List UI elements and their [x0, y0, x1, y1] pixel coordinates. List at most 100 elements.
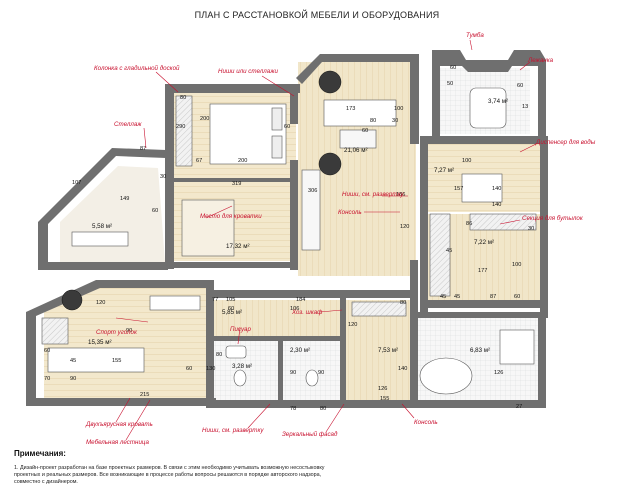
sport-corner: [41, 317, 69, 345]
dimension: 120: [400, 224, 409, 230]
toilet: [305, 369, 319, 387]
leader-line: [261, 75, 295, 97]
leader-line: [319, 309, 343, 313]
dimension: 30: [160, 174, 166, 180]
wall-segment: [414, 312, 548, 318]
label-nishi-stellazhi: Ниши или стеллажи: [218, 68, 278, 75]
label-hoz-shkaf: Хоз. шкаф: [291, 309, 322, 316]
furniture: [41, 87, 537, 395]
dimension: 130: [206, 366, 215, 372]
dimension: 149: [120, 196, 129, 202]
dimension: 70: [44, 376, 50, 382]
wardrobe-hall: [351, 301, 407, 317]
leader-line: [155, 71, 179, 93]
wall-segment: [290, 84, 298, 124]
note-text: 1. Дизайн-проект разработан на базе прое…: [14, 465, 325, 485]
leader-line: [401, 403, 415, 419]
dimension: 90: [70, 376, 76, 382]
dimension: 45: [446, 248, 452, 254]
callout-leaders: [115, 39, 537, 441]
dimension: 319: [232, 181, 241, 187]
wall-segment: [420, 136, 428, 312]
dimension: 30: [392, 118, 398, 124]
callout-labels: Тумба Лежанка Колонка с гладильной доско…: [85, 32, 596, 446]
room-area: 7,27 м²: [434, 167, 454, 174]
label-kolonka: Колонка с гладильной доской: [94, 65, 180, 72]
room-area: 21,06 м²: [344, 147, 368, 154]
wall-segment: [166, 262, 298, 268]
leader-line: [115, 317, 149, 323]
chandelier-icon: [61, 289, 83, 311]
dimension: 87: [490, 294, 496, 300]
dimension: 78: [290, 406, 296, 412]
dimension: 80: [216, 352, 222, 358]
chandelier-icon: [318, 152, 342, 176]
leader-line: [237, 327, 241, 345]
dining-table: [461, 173, 503, 203]
dimension: 60: [362, 128, 368, 134]
wall-segment: [206, 290, 416, 298]
kitchen-counter: [469, 213, 537, 231]
dimension: 90: [126, 328, 132, 334]
label-sekciya: Секция для бутылок: [522, 215, 584, 222]
dimension: 80: [370, 118, 376, 124]
wardrobe: [175, 95, 193, 167]
leader-line: [205, 205, 233, 219]
dimension: 105: [226, 297, 235, 303]
dimension: 177: [478, 268, 487, 274]
room-area: 5,85 м²: [222, 309, 242, 316]
wall-segment: [540, 136, 548, 316]
pillow: [271, 135, 283, 159]
wall-segment: [166, 178, 290, 182]
room-areas: 5,58 м² 17,32 м² 21,06 м² 3,74 м² 7,27 м…: [88, 98, 508, 370]
room-area: 5,58 м²: [92, 223, 112, 230]
wall-segment: [165, 84, 174, 269]
sofa: [323, 99, 397, 127]
leader-line: [143, 127, 147, 149]
leader-line: [125, 399, 151, 441]
label-tumba: Тумба: [466, 32, 484, 39]
wall-segment: [206, 280, 214, 406]
dimension: 60: [44, 348, 50, 354]
leader-line: [469, 39, 473, 51]
wall-segment: [26, 398, 216, 406]
chandelier-icon: [318, 70, 342, 94]
plan-title: ПЛАН С РАССТАНОВКОЙ МЕБЕЛИ И ОБОРУДОВАНИ…: [194, 10, 440, 20]
sink: [225, 345, 247, 359]
wall-segment: [296, 54, 418, 84]
dimension: 140: [492, 186, 501, 192]
dimension: 45: [454, 294, 460, 300]
dimension: 13: [522, 104, 528, 110]
kitchen-counter: [429, 213, 451, 297]
dimension: 100: [512, 262, 521, 268]
room-hall-floor: [210, 300, 342, 340]
bath-tub-corner: [419, 357, 473, 395]
dimension: 60: [186, 366, 192, 372]
label-zerkal-fasad: Зеркальный фасад: [282, 431, 338, 438]
walls: [26, 50, 548, 408]
tv-console: [301, 169, 321, 251]
label-dispenser: Диспенсер для воды: [535, 139, 596, 146]
pillow: [271, 107, 283, 131]
leader-line: [499, 219, 521, 225]
dimension: 90: [290, 370, 296, 376]
leader-line: [115, 397, 131, 423]
room-area: 2,30 м²: [290, 347, 310, 354]
dimension: 120: [348, 322, 357, 328]
label-konsol-1: Консоль: [338, 209, 362, 216]
dimension: 80: [180, 95, 186, 101]
wall-segment: [278, 336, 283, 406]
dimension: 200: [200, 116, 209, 122]
room-area: 3,28 м²: [232, 363, 252, 370]
dimension: 60: [514, 294, 520, 300]
toilet: [233, 369, 247, 387]
dimension: 50: [447, 81, 453, 87]
dimension: 45: [440, 294, 446, 300]
dimension: 120: [96, 300, 105, 306]
dimension: 100: [462, 158, 471, 164]
label-pisuar: Писуар: [230, 326, 251, 333]
dimension: 67: [196, 158, 202, 164]
bunk-bed: [47, 347, 145, 373]
room-area: 15,35 м²: [88, 339, 112, 346]
